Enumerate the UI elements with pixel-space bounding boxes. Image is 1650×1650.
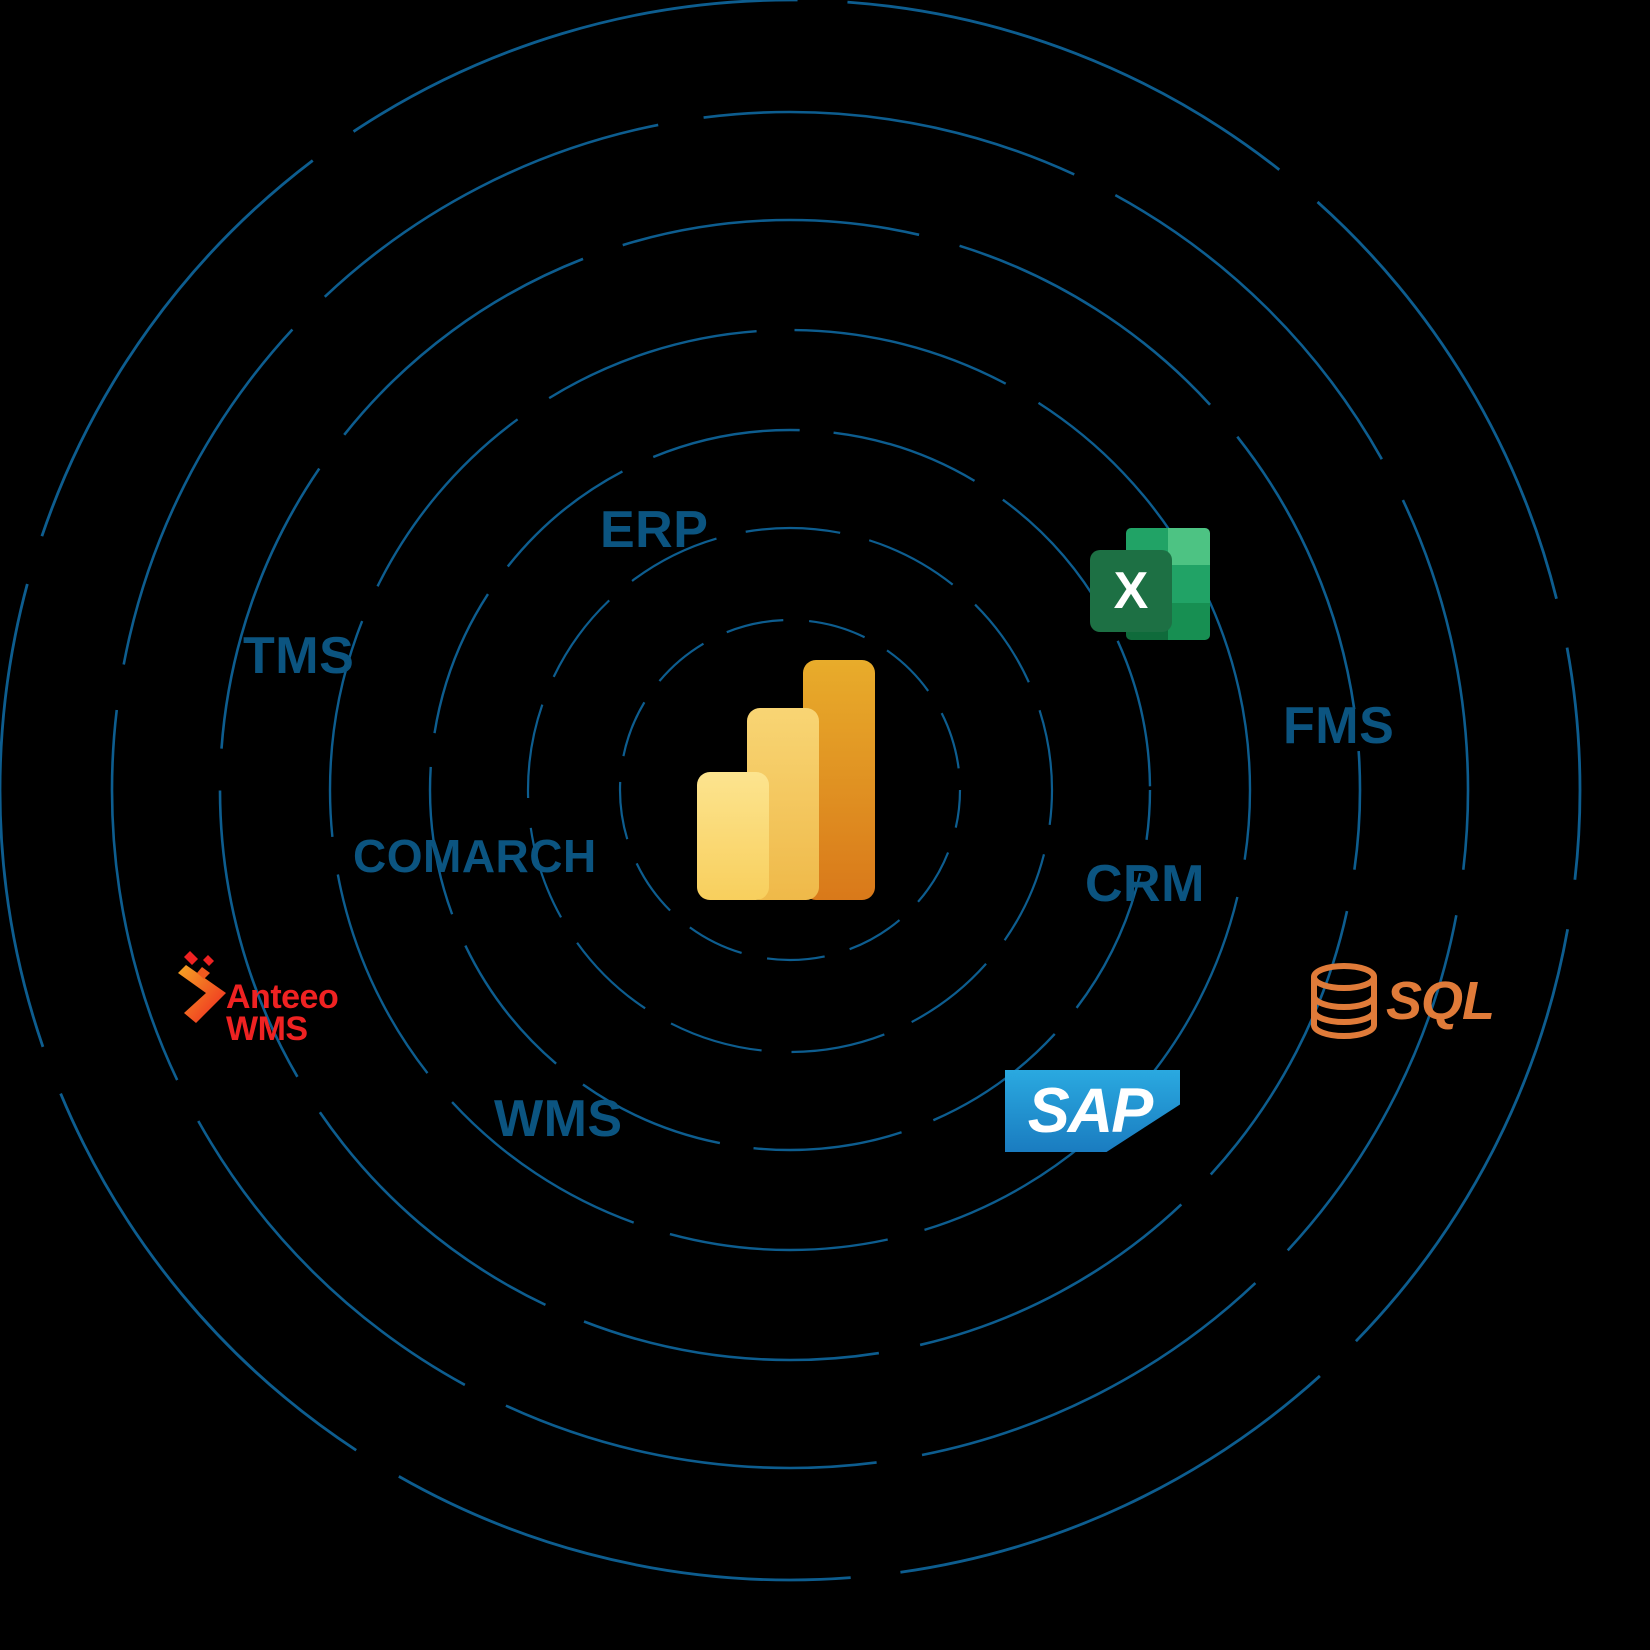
sql-wordmark: SQL xyxy=(1386,971,1495,1031)
anteeo-wordmark: Anteeo xyxy=(226,978,339,1016)
microsoft-excel-logo: X xyxy=(1090,528,1210,646)
power-bi-logo xyxy=(695,660,880,900)
ring-4 xyxy=(328,328,1252,1252)
ring-1 xyxy=(618,618,962,962)
label-erp: ERP xyxy=(600,501,709,559)
ring-7 xyxy=(0,0,1582,1582)
label-tms: TMS xyxy=(243,627,355,685)
ring-3 xyxy=(428,428,1152,1152)
ring-5 xyxy=(218,218,1362,1362)
ring-6 xyxy=(110,110,1470,1470)
anteeo-wms-logo: Anteeo WMS xyxy=(178,945,353,1046)
excel-x-icon: X xyxy=(1090,550,1172,632)
pbi-bar-short xyxy=(697,772,769,900)
sap-logo: SAP xyxy=(1005,1070,1180,1152)
sap-wordmark: SAP xyxy=(1027,1076,1154,1146)
pbi-bar-tall xyxy=(803,660,875,900)
sql-database-logo: SQL xyxy=(1310,963,1495,1039)
label-comarch: COMARCH xyxy=(353,830,597,882)
anteeo-wms-text: WMS xyxy=(226,1010,308,1049)
database-cylinder-icon xyxy=(1311,963,1377,1039)
ring-2 xyxy=(526,526,1054,1054)
label-fms: FMS xyxy=(1283,697,1395,755)
excel-x-letter: X xyxy=(1113,562,1149,620)
label-crm: CRM xyxy=(1085,855,1205,913)
label-wms: WMS xyxy=(494,1090,623,1148)
anteeo-arrow-icon xyxy=(178,951,226,1023)
